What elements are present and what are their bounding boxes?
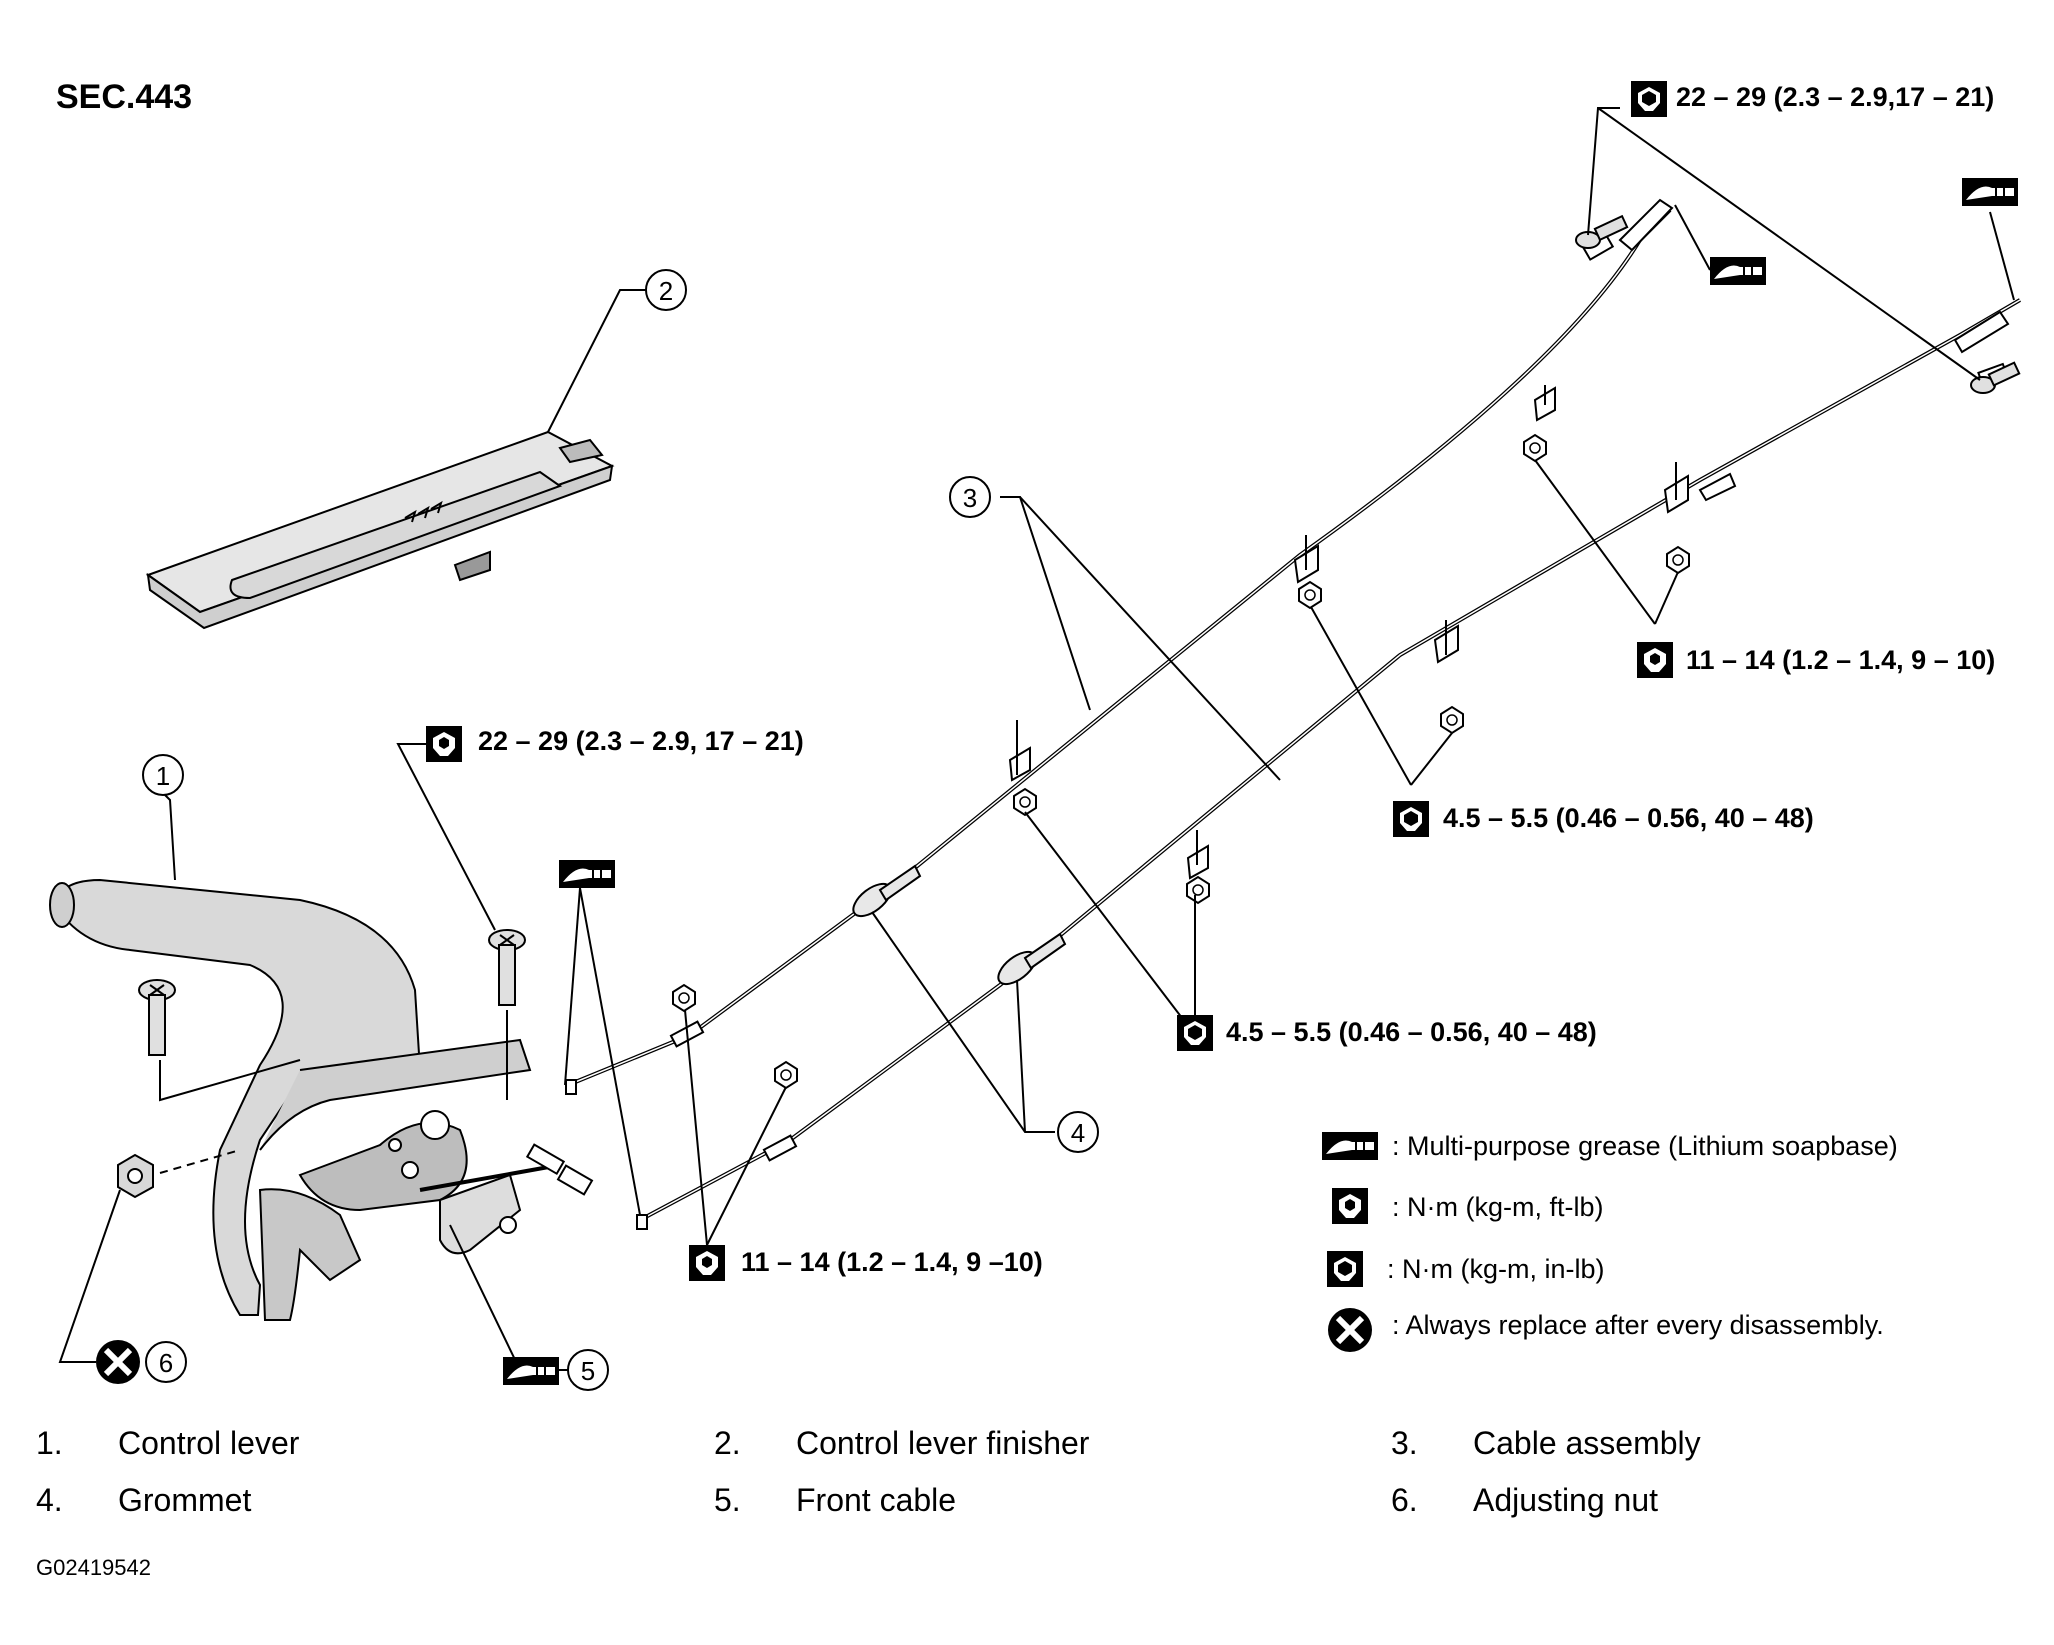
control-lever [49, 878, 532, 1321]
legend-torque-inlb: : N·m (kg-m, in-lb) [1387, 1254, 1605, 1284]
torque-inlb-icon [1393, 801, 1429, 837]
torque-label-middle-upper: 4.5 – 5.5 (0.46 – 0.56, 40 – 48) [1443, 803, 1814, 833]
callout-2: 2 [659, 276, 673, 306]
torque-inlb-icon [1177, 1015, 1213, 1051]
part-item: 5. Front cable [714, 1482, 956, 1519]
legend-torque-ftlb: : N·m (kg-m, ft-lb) [1392, 1192, 1604, 1222]
cable-end-fittings [565, 198, 2010, 1230]
part-item: 6. Adjusting nut [1391, 1482, 1658, 1519]
callout-circle-4 [1057, 1111, 1099, 1153]
callout-circle-2 [645, 269, 687, 311]
cable-brackets [1008, 385, 1689, 880]
torque-inlb-icon [1631, 81, 1667, 117]
legend-torque-ftlb-icon [1332, 1188, 1368, 1224]
torque-ftlb-icon [1637, 642, 1673, 678]
part-item: 1. Control lever [36, 1425, 299, 1462]
part-number: 5. [714, 1482, 741, 1518]
part-item: 2. Control lever finisher [714, 1425, 1089, 1462]
callout-1: 1 [156, 761, 170, 791]
callout-circle-1 [142, 754, 184, 796]
lever-bolt-right [488, 929, 526, 1006]
callout-5: 5 [581, 1356, 595, 1386]
part-name: Control lever finisher [796, 1425, 1090, 1461]
torque-label-rear-bolt: 22 – 29 (2.3 – 2.9,17 – 21) [1676, 82, 1995, 112]
part-name: Grommet [118, 1482, 252, 1518]
part-number: 2. [714, 1425, 741, 1461]
part-name: Control lever [118, 1425, 300, 1461]
rear-bolts [1575, 214, 2021, 394]
grease-icon [1961, 177, 2019, 207]
replace-icon [96, 1340, 140, 1384]
legend-replace-icon [1328, 1308, 1372, 1352]
legend-grease-icon [1321, 1131, 1379, 1161]
torque-label-lever-bolt: 22 – 29 (2.3 – 2.9, 17 – 21) [478, 726, 804, 756]
control-lever-finisher [145, 430, 615, 630]
leader-lines [58, 107, 2015, 1371]
callout-circle-3 [949, 476, 991, 518]
part-item: 4. Grommet [36, 1482, 251, 1519]
callout-6: 6 [159, 1348, 173, 1378]
part-number: 3. [1391, 1425, 1418, 1461]
callout-circle-6 [145, 1341, 187, 1383]
callout-circle-5 [567, 1349, 609, 1391]
legend-replace: : Always replace after every disassembly… [1392, 1310, 1884, 1340]
part-name: Cable assembly [1473, 1425, 1701, 1461]
torque-ftlb-icon [689, 1245, 725, 1281]
section-label: SEC.443 [56, 78, 193, 116]
grease-icon [558, 859, 616, 889]
grease-icon [502, 1356, 560, 1386]
torque-ftlb-icon [426, 726, 462, 762]
part-name: Front cable [796, 1482, 957, 1518]
part-item: 3. Cable assembly [1391, 1425, 1701, 1462]
part-number: 6. [1391, 1482, 1418, 1518]
callout-4: 4 [1071, 1118, 1085, 1148]
lever-bolt-left [138, 979, 176, 1056]
torque-label-middle-lower: 4.5 – 5.5 (0.46 – 0.56, 40 – 48) [1226, 1017, 1597, 1047]
adjusting-nut [117, 1153, 154, 1199]
part-name: Adjusting nut [1473, 1482, 1659, 1518]
legend-torque-inlb-icon [1327, 1251, 1363, 1287]
grease-icon [1709, 256, 1767, 286]
torque-label-rear-nuts: 11 – 14 (1.2 – 1.4, 9 – 10) [1686, 645, 1996, 675]
bracket-nuts [672, 434, 1690, 1089]
torque-label-front-nuts: 11 – 14 (1.2 – 1.4, 9 –10) [741, 1247, 1043, 1277]
part-number: 4. [36, 1482, 63, 1518]
part-number: 1. [36, 1425, 63, 1461]
callout-3: 3 [963, 483, 977, 513]
figure-code: G02419542 [36, 1555, 151, 1580]
grommet [852, 864, 1067, 986]
front-cable [419, 1143, 594, 1196]
legend-grease: : Multi-purpose grease (Lithium soapbase… [1392, 1131, 1898, 1161]
